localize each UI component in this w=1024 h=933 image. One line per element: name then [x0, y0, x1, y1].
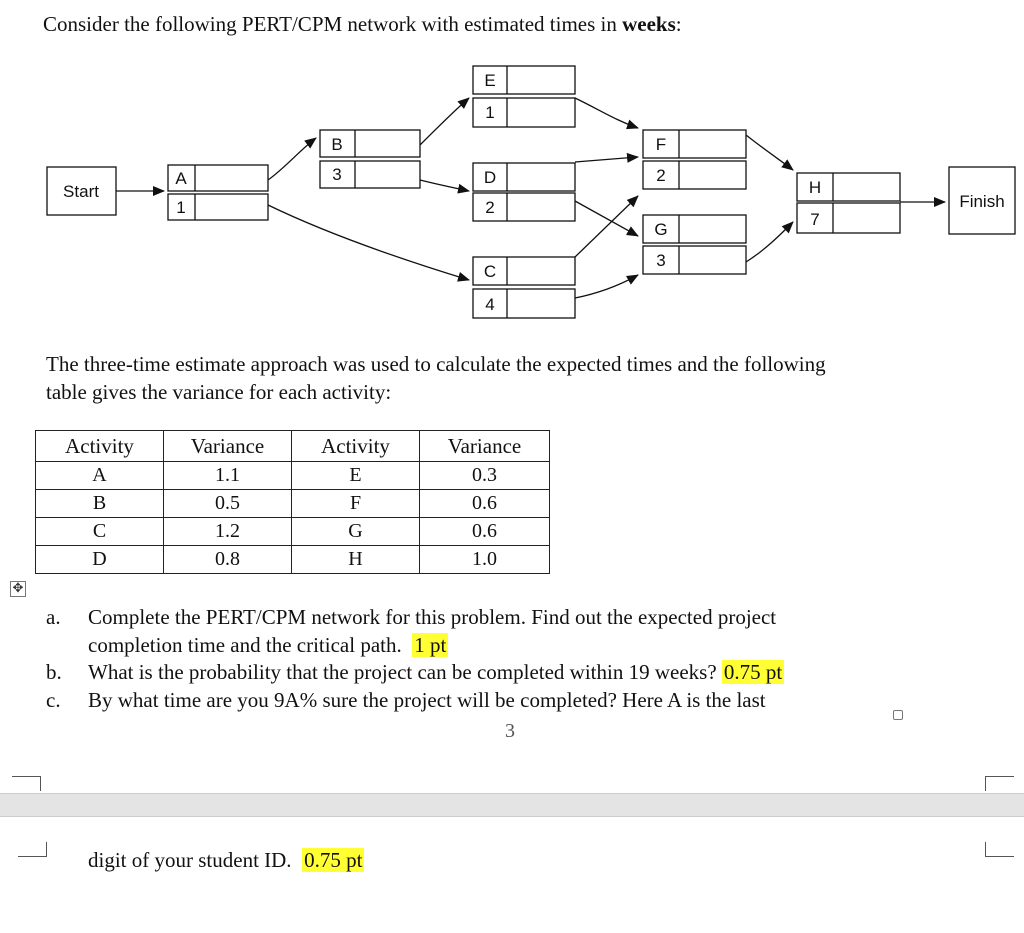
table-cell: C	[35, 517, 164, 546]
table-cell: 0.6	[419, 489, 550, 518]
node-f	[642, 129, 747, 190]
question-b-label: b.	[46, 660, 62, 684]
table-header: Activity	[35, 430, 164, 462]
node-g-time: 3	[656, 251, 665, 270]
arrow-e-f	[574, 97, 639, 130]
desc-line-1: The three-time estimate approach was use…	[46, 352, 826, 376]
corner-mark-icon	[18, 842, 47, 857]
node-e	[472, 65, 576, 128]
table-cell: B	[35, 489, 164, 518]
node-e-time: 1	[485, 103, 494, 122]
table-row: C 1.2 G 0.6	[35, 517, 550, 546]
arrow-c-f	[574, 195, 639, 258]
node-g-letter: G	[654, 220, 667, 239]
question-a-line-1: Complete the PERT/CPM network for this p…	[88, 605, 777, 629]
node-c	[472, 256, 576, 319]
table-row: D 0.8 H 1.0	[35, 545, 550, 574]
node-d	[472, 162, 576, 222]
node-c-letter: C	[484, 262, 496, 281]
table-cell: 1.0	[419, 545, 550, 574]
table-row: B 0.5 F 0.6	[35, 489, 550, 518]
question-c-cont: digit of your student ID. 0.75 pt	[88, 846, 365, 874]
table-cell: A	[35, 461, 164, 490]
table-cell: F	[291, 489, 420, 518]
page-number: 3	[505, 720, 515, 742]
question-a-label: a.	[46, 605, 61, 629]
intro-sentence: Consider the following PERT/CPM network …	[43, 10, 682, 38]
question-a-line-2: completion time and the critical path.	[88, 633, 402, 657]
question-c-points: 0.75 pt	[302, 848, 365, 872]
question-c: c. By what time are you 9A% sure the proj…	[46, 686, 766, 714]
question-a-cont: completion time and the critical path. 1…	[46, 631, 449, 659]
arrow-g-h	[745, 221, 794, 263]
node-a	[167, 164, 269, 221]
node-h	[796, 172, 901, 234]
question-b-points: 0.75 pt	[721, 660, 785, 684]
table-cell: 0.5	[163, 489, 292, 518]
table-cell: E	[291, 461, 420, 490]
variance-table: Activity Variance Activity Variance A 1.…	[35, 430, 550, 574]
finish-label: Finish	[959, 192, 1004, 211]
arrow-d-f	[574, 152, 639, 163]
node-f-time: 2	[656, 166, 665, 185]
network-arrows	[116, 97, 946, 299]
table-cell: D	[35, 545, 164, 574]
intro-bold-word: weeks	[622, 12, 676, 36]
node-g	[642, 214, 747, 275]
node-d-letter: D	[484, 168, 496, 187]
page-break-gap	[0, 793, 1024, 817]
node-e-letter: E	[484, 71, 495, 90]
node-a-time: 1	[176, 198, 185, 217]
table-header: Variance	[163, 430, 292, 462]
question-c-label: c.	[46, 688, 61, 712]
anchor-marker-icon	[893, 710, 903, 720]
corner-mark-icon	[12, 776, 41, 791]
corner-mark-icon	[985, 776, 1014, 791]
arrow-c-g	[574, 274, 639, 299]
corner-mark-icon	[985, 842, 1014, 857]
pert-network-diagram: Start Finish A 1 B 3 E 1 D 2 C 4 F 2 G 3…	[46, 65, 1016, 319]
arrow-b-e	[419, 97, 470, 146]
table-cell: 0.8	[163, 545, 292, 574]
table-cell: 1.1	[163, 461, 292, 490]
question-c-cont-text: digit of your student ID.	[88, 848, 292, 872]
table-cell: G	[291, 517, 420, 546]
arrow-b-d	[419, 179, 470, 194]
intro-text: Consider the following PERT/CPM network …	[43, 12, 623, 36]
node-h-time: 7	[810, 210, 819, 229]
question-b-text: What is the probability that the project…	[88, 660, 717, 684]
question-c-text: By what time are you 9A% sure the projec…	[88, 688, 766, 712]
intro-suffix: :	[675, 12, 682, 36]
node-c-time: 4	[485, 295, 494, 314]
start-label: Start	[63, 182, 99, 201]
question-a-points: 1 pt	[412, 633, 449, 657]
table-cell: 0.3	[419, 461, 550, 490]
arrow-d-g	[574, 200, 639, 237]
table-cell: 1.2	[163, 517, 292, 546]
finish-node	[948, 166, 1016, 235]
desc-line-2: table gives the variance for each activi…	[46, 380, 392, 404]
node-h-letter: H	[809, 178, 821, 197]
node-f-letter: F	[656, 135, 666, 154]
table-move-handle-icon[interactable]: ✥	[10, 581, 26, 597]
question-b: b. What is the probability that the proje…	[46, 658, 785, 686]
table-cell: 0.6	[419, 517, 550, 546]
variance-description: The three-time estimate approach was use…	[46, 350, 946, 406]
arrow-f-h	[745, 134, 794, 171]
node-b-time: 3	[332, 165, 341, 184]
node-b	[319, 129, 421, 189]
question-a: a. Complete the PERT/CPM network for this…	[46, 603, 776, 631]
table-header: Activity	[291, 430, 420, 462]
node-b-letter: B	[331, 135, 342, 154]
node-d-time: 2	[485, 198, 494, 217]
table-header-row: Activity Variance Activity Variance	[35, 430, 550, 462]
table-cell: H	[291, 545, 420, 574]
table-header: Variance	[419, 430, 550, 462]
arrow-a-b	[267, 137, 317, 181]
arrow-a-c	[267, 204, 470, 282]
node-a-letter: A	[175, 169, 187, 188]
table-row: A 1.1 E 0.3	[35, 461, 550, 490]
